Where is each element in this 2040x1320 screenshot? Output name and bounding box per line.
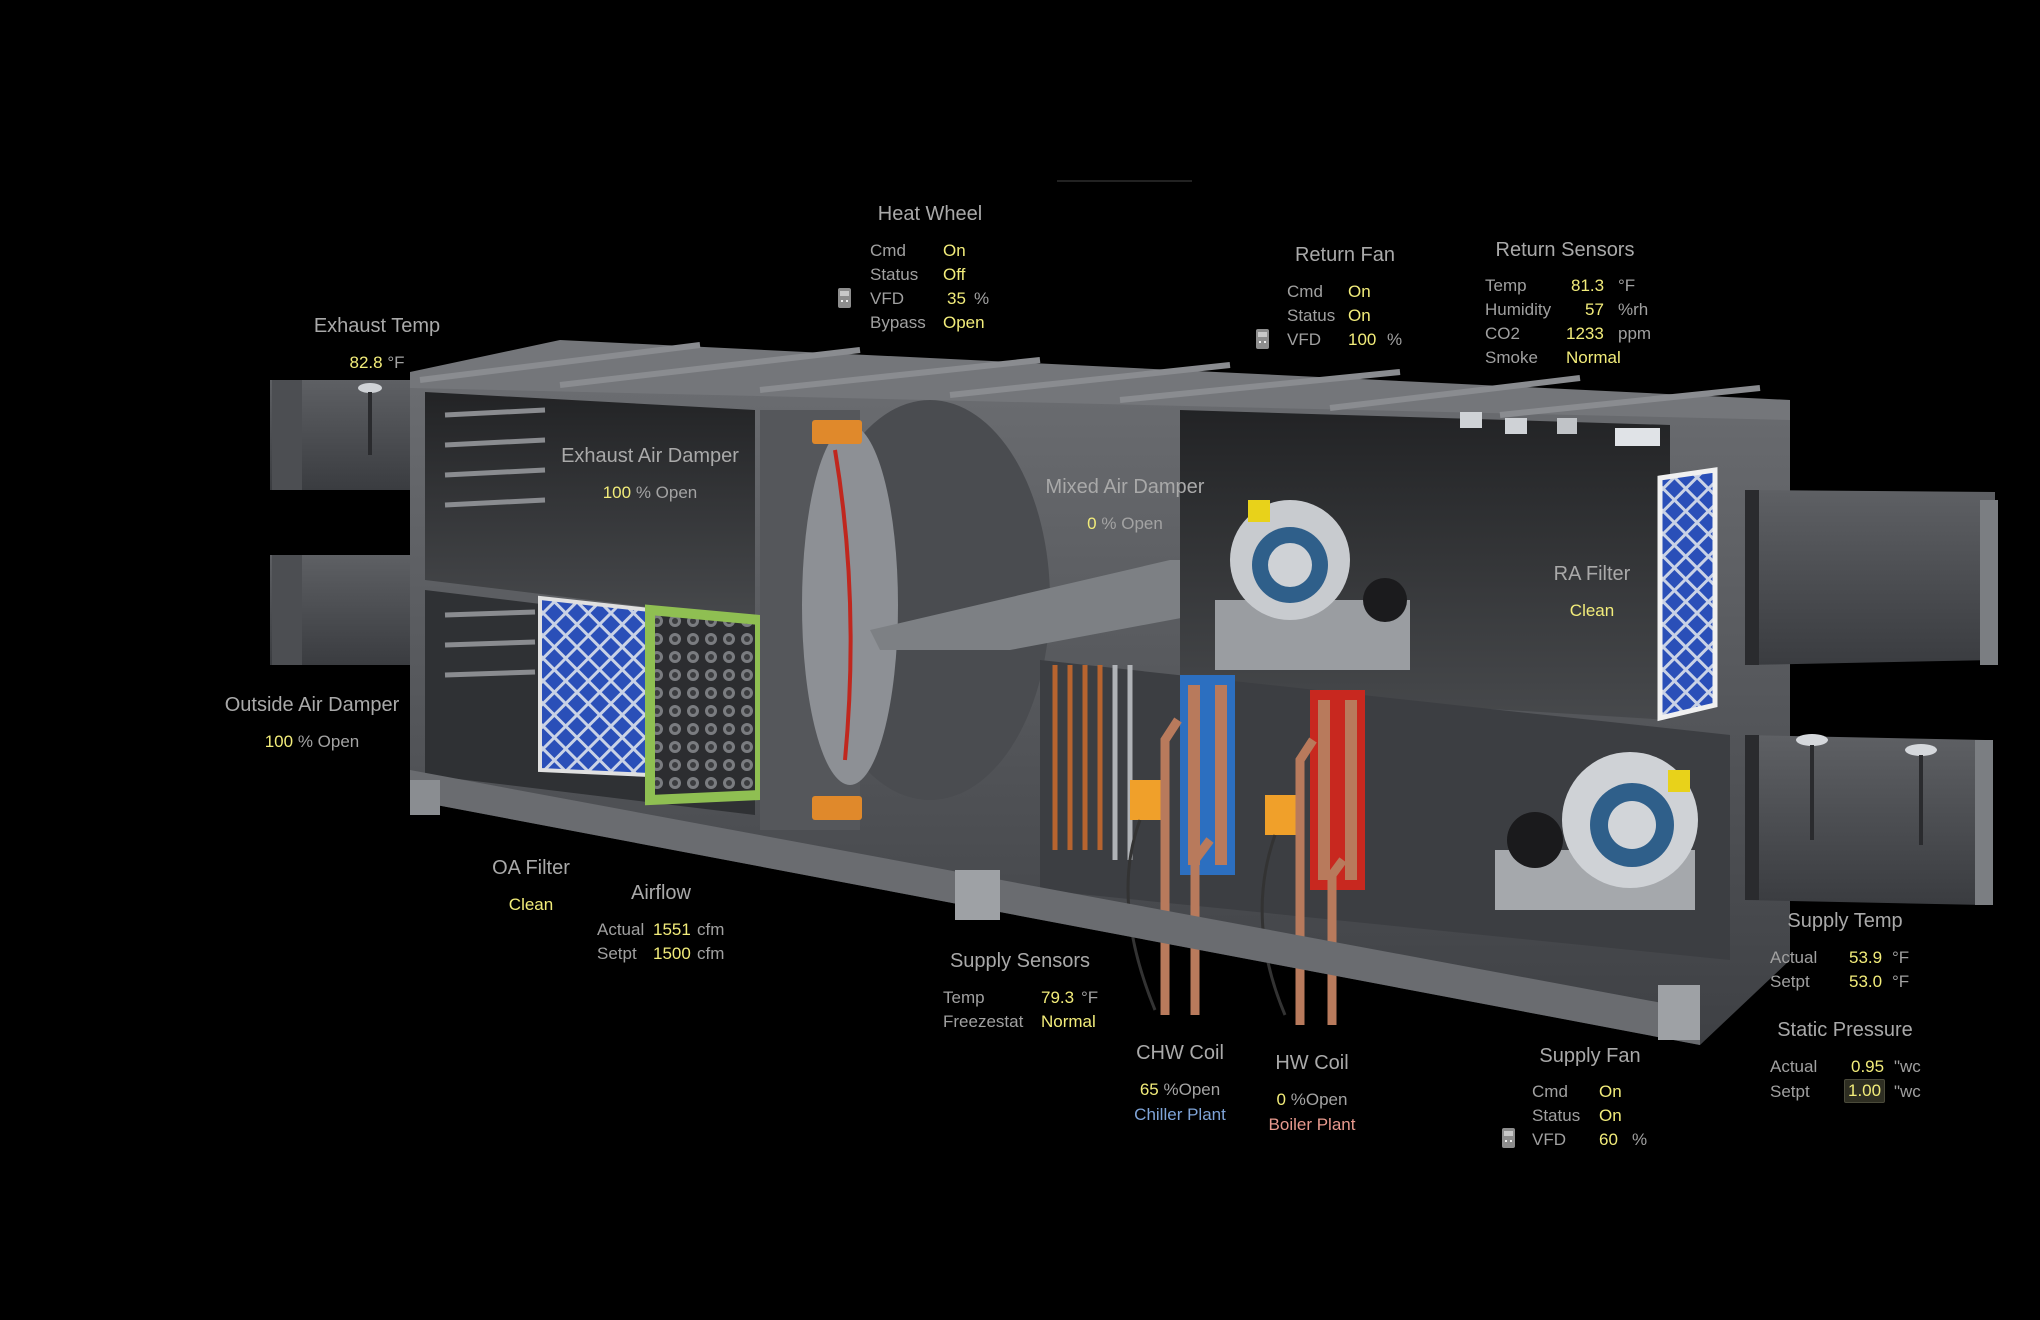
supply-temp-setpt-value[interactable]: 53.0	[1849, 972, 1883, 991]
return-smoke-value: Normal	[1566, 348, 1621, 367]
airflow-actual-value: 1551	[653, 920, 691, 939]
heat-wheel-bypass-value[interactable]: Open	[943, 313, 985, 332]
exhaust-temp-reading[interactable]: 82.8 °F	[349, 353, 404, 373]
return-fan-status-value: On	[1348, 306, 1371, 325]
row-label: Setpt	[597, 944, 637, 963]
supply-fan-cmd-value[interactable]: On	[1599, 1082, 1622, 1101]
static-pressure-actual-value: 0.95	[1851, 1057, 1885, 1076]
supply-sensors-temp-value: 79.3	[1041, 988, 1075, 1007]
row-label: Cmd	[1532, 1082, 1568, 1101]
chiller-plant-link[interactable]: Chiller Plant	[1134, 1105, 1226, 1124]
return-co2-value: 1233	[1566, 324, 1604, 343]
outside-air-damper-value[interactable]: 100	[264, 732, 294, 751]
supply-fan-vfd-value[interactable]: 60	[1599, 1130, 1618, 1149]
ra-filter-status: Clean	[1569, 601, 1615, 620]
vfd-icon[interactable]	[838, 288, 851, 308]
freezestat-value: Normal	[1041, 1012, 1096, 1031]
static-pressure-setpt-input[interactable]: 1.00	[1844, 1079, 1886, 1103]
supply-fan-title: Supply Fan	[1539, 1045, 1641, 1067]
row-unit: "wc	[1894, 1082, 1921, 1101]
row-unit: °F	[1081, 988, 1099, 1007]
row-unit: "wc	[1894, 1057, 1921, 1076]
row-label: Setpt	[1770, 1082, 1810, 1101]
exhaust-temp-title: Exhaust Temp	[313, 315, 441, 337]
chw-coil-reading[interactable]: 65 %Open	[1140, 1080, 1220, 1100]
heat-wheel-status-value: Off	[943, 265, 966, 284]
row-label: Bypass	[870, 313, 926, 332]
row-label: Freezestat	[943, 1012, 1024, 1031]
row-label: VFD	[1287, 330, 1321, 349]
row-unit: cfm	[697, 944, 725, 963]
hw-coil-value[interactable]: 0	[1276, 1090, 1287, 1109]
supply-temp-title: Supply Temp	[1787, 910, 1903, 932]
row-unit: cfm	[697, 920, 725, 939]
row-label: VFD	[870, 289, 904, 308]
row-label: Actual	[1770, 1057, 1818, 1076]
row-label: CO2	[1485, 324, 1520, 343]
hw-coil-unit: %Open	[1290, 1090, 1348, 1109]
row-unit: °F	[1892, 972, 1910, 991]
exhaust-temp-unit: °F	[387, 353, 405, 372]
hw-coil-reading[interactable]: 0 %Open	[1277, 1090, 1348, 1110]
exhaust-air-damper-unit: % Open	[635, 483, 698, 502]
outside-air-damper-title: Outside Air Damper	[224, 694, 400, 716]
supply-sensors-title: Supply Sensors	[949, 950, 1091, 972]
row-unit: %	[1632, 1130, 1648, 1149]
row-label: Temp	[943, 988, 985, 1007]
exhaust-temp-value[interactable]: 82.8	[349, 353, 383, 372]
vfd-icon[interactable]	[1256, 329, 1269, 349]
ra-filter-title: RA Filter	[1553, 563, 1631, 585]
mixed-air-damper-title: Mixed Air Damper	[1045, 476, 1205, 498]
chw-coil-title: CHW Coil	[1136, 1042, 1224, 1064]
chw-coil-unit: %Open	[1163, 1080, 1221, 1099]
row-unit: °F	[1618, 276, 1636, 295]
row-unit: %rh	[1618, 300, 1649, 319]
exhaust-air-damper-reading[interactable]: 100 % Open	[603, 483, 698, 503]
mixed-air-damper-reading[interactable]: 0 % Open	[1087, 514, 1163, 534]
row-label: Cmd	[1287, 282, 1323, 301]
row-unit: %	[974, 289, 990, 308]
row-label: Setpt	[1770, 972, 1810, 991]
row-unit: °F	[1892, 948, 1910, 967]
row-label: VFD	[1532, 1130, 1566, 1149]
heat-wheel-cmd-value[interactable]: On	[943, 241, 966, 260]
airflow-setpt-value[interactable]: 1500	[653, 944, 691, 963]
outside-air-damper-unit: % Open	[297, 732, 360, 751]
oa-filter-status: Clean	[508, 895, 554, 914]
return-humidity-value: 57	[1585, 300, 1604, 319]
row-label: Temp	[1485, 276, 1527, 295]
return-sensors-title: Return Sensors	[1495, 239, 1635, 261]
row-label: Cmd	[870, 241, 906, 260]
row-label: Status	[1532, 1106, 1581, 1125]
mixed-air-damper-unit: % Open	[1101, 514, 1163, 533]
supply-fan-status-value: On	[1599, 1106, 1622, 1125]
return-temp-value: 81.3	[1571, 276, 1605, 295]
static-pressure-title: Static Pressure	[1777, 1019, 1913, 1041]
row-label: Actual	[1770, 948, 1818, 967]
row-label: Humidity	[1485, 300, 1552, 319]
outside-air-damper-reading[interactable]: 100 % Open	[265, 732, 360, 752]
return-fan-cmd-value[interactable]: On	[1348, 282, 1371, 301]
row-label: Smoke	[1485, 348, 1538, 367]
row-unit: ppm	[1618, 324, 1652, 343]
chw-coil-value[interactable]: 65	[1139, 1080, 1159, 1099]
exhaust-air-damper-value[interactable]: 100	[602, 483, 632, 502]
row-label: Status	[1287, 306, 1336, 325]
row-label: Status	[870, 265, 919, 284]
airflow-title: Airflow	[630, 882, 692, 904]
row-label: Actual	[597, 920, 645, 939]
return-fan-title: Return Fan	[1294, 244, 1396, 266]
row-unit: %	[1387, 330, 1403, 349]
boiler-plant-link[interactable]: Boiler Plant	[1268, 1115, 1356, 1134]
heat-wheel-vfd-value[interactable]: 35	[947, 289, 966, 308]
vfd-icon[interactable]	[1502, 1128, 1515, 1148]
heat-wheel-title: Heat Wheel	[877, 203, 983, 225]
return-fan-vfd-value[interactable]: 100	[1348, 330, 1377, 349]
oa-filter-title: OA Filter	[492, 857, 570, 879]
hw-coil-title: HW Coil	[1275, 1052, 1349, 1074]
supply-temp-actual-value: 53.9	[1849, 948, 1883, 967]
mixed-air-damper-value[interactable]: 0	[1087, 514, 1097, 533]
exhaust-air-damper-title: Exhaust Air Damper	[561, 445, 739, 467]
